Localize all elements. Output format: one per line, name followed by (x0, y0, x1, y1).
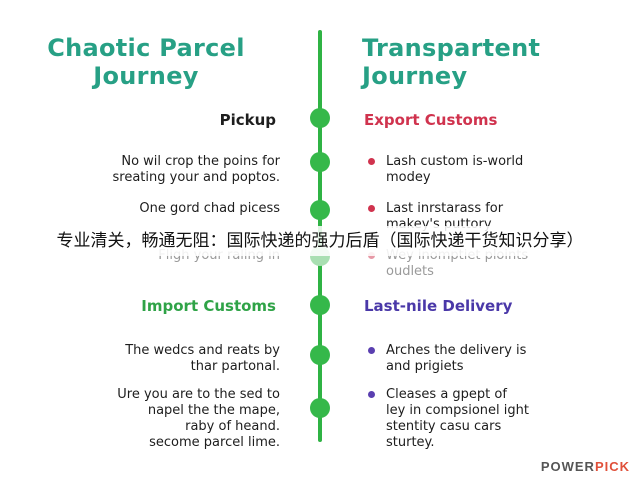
right-step-text-5: Cleases a gpept of ley in compsionel igh… (386, 387, 529, 450)
timeline-dot-2 (310, 152, 330, 172)
bullet-dot-2 (368, 205, 375, 212)
brand-logo: POWERPICK (541, 459, 630, 474)
left-step-text-1: No wil crop the poins for sreating your … (112, 154, 281, 185)
timeline-dot-1 (310, 108, 330, 128)
bullet-dot-1 (368, 158, 375, 165)
timeline-dot-6 (310, 345, 330, 365)
left-step-text-2: One gord chad picess (139, 201, 280, 216)
pickup-title: Pickup (219, 111, 276, 129)
watermark-caption: 专业清关，畅通无阻：国际快递的强力后盾（国际快递干货知识分享） (56, 231, 584, 251)
export-customs-title: Export Customs (364, 111, 498, 129)
right-column-heading: Transpartent Journey (362, 34, 541, 90)
left-step-text-5: Ure you are to the sed to napel the the … (117, 387, 280, 450)
last-mile-delivery-title: Last-nile Delivery (364, 297, 513, 315)
right-step-text-1: Lash custom is-world modey (386, 154, 524, 185)
watermark-band (0, 226, 640, 256)
left-column-heading: Chaotic Parcel Journey (47, 34, 245, 90)
right-step-text-4: Arches the delivery is and prigiets (386, 343, 527, 374)
bullet-dot-4 (368, 347, 375, 354)
bullet-dot-5 (368, 391, 375, 398)
brand-part-1: POWER (540, 459, 595, 474)
import-customs-title: Import Customs (141, 297, 276, 315)
timeline-dot-5 (310, 295, 330, 315)
brand-part-2: PICK (594, 459, 630, 474)
timeline-dot-7 (310, 398, 330, 418)
timeline-dot-3 (310, 200, 330, 220)
left-step-text-4: The wedcs and reats by thar partonal. (125, 343, 280, 374)
